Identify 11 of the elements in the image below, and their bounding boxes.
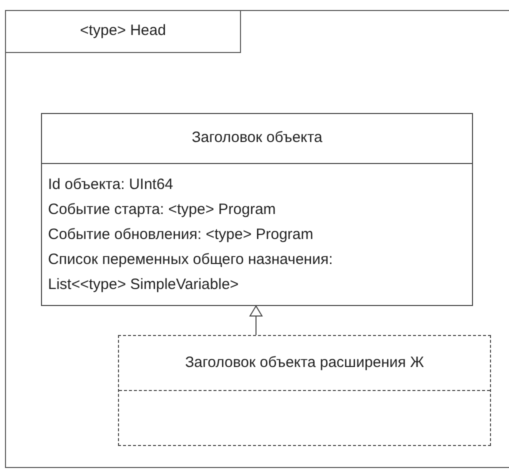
attribute-text: Список переменных общего назначения: List<<type> SimpleVariable>	[48, 250, 334, 295]
class-title: Заголовок объекта	[192, 128, 322, 148]
class-title: Заголовок объекта расширения Ж	[185, 352, 424, 373]
attribute-text: Событие старта: <type> Program	[48, 200, 277, 220]
attribute-text: Событие обновления: <type> Program	[48, 225, 314, 245]
inheritance-arrow	[250, 306, 262, 336]
package-frame	[5, 10, 509, 468]
dashed-class-box	[118, 335, 491, 446]
attribute-text: Id объекта: UInt64	[48, 175, 174, 195]
class-box	[41, 113, 473, 306]
package-title: <type> Head	[80, 21, 166, 42]
